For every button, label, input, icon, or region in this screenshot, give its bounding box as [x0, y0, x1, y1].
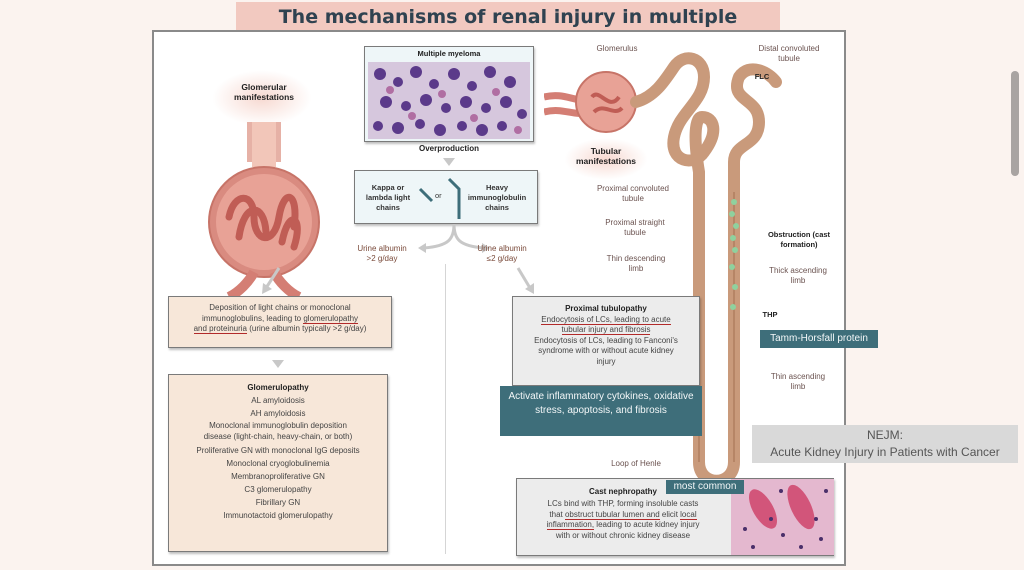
myeloma-cells-image [368, 62, 530, 139]
glomerulopathy-item: Monoclonal immunoglobulin deposition [209, 421, 347, 430]
heavy-label: Heavy immunoglobulin chains [467, 183, 527, 212]
figure-panel: Glomerular manifestations Multiple myelo… [152, 30, 878, 566]
citation-box: NEJM: Acute Kidney Injury in Patients wi… [752, 425, 1018, 463]
obstruction-label: Obstruction (cast formation) [767, 230, 831, 249]
nephron-illustration [544, 52, 782, 487]
inflammation-highlight: inflammation, [546, 520, 595, 530]
glomerulopathy-title: Glomerulopathy [247, 383, 309, 392]
proximal-line-3: Endocytosis of LCs, leading to Fanconi's [534, 335, 678, 345]
cast-line-2-pre: that [549, 509, 565, 519]
urine-albumin-left: Urine albumin >2 g/day [357, 244, 407, 263]
cast-line-1: LCs bind with THP, forming insoluble cas… [547, 499, 699, 508]
multiple-myeloma-box: Multiple myeloma [364, 46, 534, 142]
kappa-label: Kappa or lambda light chains [365, 183, 411, 212]
overproduction-label: Overproduction [418, 144, 479, 153]
citation-line-2: Acute Kidney Injury in Patients with Can… [770, 445, 1000, 459]
deposition-line-2: immunoglobulins, leading to glomerulopat… [169, 313, 391, 325]
thick-ascending-label: Thick ascending limb [769, 266, 827, 285]
pst-label: Proximal straight tubule [605, 218, 665, 237]
vertical-scrollbar[interactable] [1011, 71, 1019, 176]
glomerulus-label: Glomerulus [596, 44, 638, 53]
glomerulopathy-item: Fibrillary GN [255, 498, 301, 507]
cast-line-2: that obstruct tubular lumen and elicit l… [517, 509, 729, 521]
page-title: The mechanisms of renal injury in multip… [236, 2, 780, 58]
proximal-tubulopathy-box: Proximal tubulopathy Endocytosis of LCs,… [512, 296, 700, 386]
cast-nephropathy-title: Cast nephropathy [588, 487, 657, 496]
center-divider [445, 264, 446, 554]
proximal-line-5: injury [596, 356, 616, 366]
cast-line-4: with or without chronic kidney disease [555, 530, 691, 540]
proximal-line-1: Endocytosis of LCs, leading to acute [513, 314, 699, 326]
left-down-arrow [262, 267, 281, 294]
deposition-line-3: and proteinuria (urine albumin typically… [169, 324, 391, 335]
glomerulopathy-item: Membranoproliferative GN [231, 472, 325, 481]
cast-line-3: inflammation, leading to acute kidney in… [517, 520, 729, 531]
glomerulopathy-highlight: glomerulopathy [303, 313, 359, 324]
flc-label: FLC [754, 72, 770, 81]
deposition-box: Deposition of light chains or monoclonal… [168, 296, 392, 348]
loop-of-henle-label: Loop of Henle [611, 459, 661, 468]
deposition-arrow [272, 360, 284, 368]
glomerulopathy-item: disease (light-chain, heavy-chain, or bo… [203, 432, 353, 441]
glomerulopathy-item: Proliferative GN with monoclonal IgG dep… [196, 446, 360, 455]
tubular-label: Tubular manifestations [576, 146, 636, 166]
cast-line-3-post: leading to acute kidney injury [594, 520, 700, 529]
proteinuria-highlight: and proteinuria [193, 324, 247, 334]
inflammatory-note: Activate inflammatory cytokines, oxidati… [500, 386, 702, 436]
right-down-arrow [516, 267, 534, 294]
thin-descending-label: Thin descending limb [606, 254, 666, 273]
pct-label: Proximal convoluted tubule [596, 184, 670, 203]
deposition-line-3-text: (urine albumin typically >2 g/day) [246, 324, 367, 333]
cast-line-2-post: elicit [659, 509, 681, 519]
glomerular-halo [212, 70, 312, 126]
local-highlight: local [680, 509, 697, 520]
urine-albumin-right: Urine albumin ≤2 g/day [477, 244, 527, 263]
thp-full-note: Tamm-Horsfall protein [760, 330, 878, 348]
branch-arrows [418, 224, 490, 253]
glomerulopathy-item: C3 glomerulopathy [244, 485, 312, 494]
tubular-halo [564, 138, 648, 180]
heavy-chain-icon [447, 177, 461, 219]
multiple-myeloma-title: Multiple myeloma [417, 49, 481, 58]
citation-line-1: NEJM: [867, 428, 903, 442]
chains-box: Kappa or lambda light chains or Heavy im… [354, 170, 538, 224]
thp-label: THP [762, 310, 778, 319]
overproduction-arrow [443, 158, 455, 166]
or-label: or [435, 191, 442, 200]
histology-image [731, 479, 834, 555]
glomerulus-illustration [208, 122, 320, 297]
proximal-line-2: tubular injury and fibrosis [513, 325, 699, 336]
obstruct-lumen-highlight: obstruct tubular lumen and [564, 509, 660, 520]
light-chain-icon [418, 187, 434, 203]
deposition-line-1: Deposition of light chains or monoclonal [209, 303, 351, 312]
proximal-tubulopathy-title: Proximal tubulopathy [565, 304, 647, 313]
glomerulopathy-item: Immunotactoid glomerulopathy [223, 511, 333, 520]
glomerulopathy-item: Monoclonal cryoglobulinemia [226, 459, 330, 468]
fibrosis-highlight: tubular injury and fibrosis [561, 325, 651, 335]
cast-nephropathy-text: LCs bind with THP, forming insoluble cas… [517, 499, 729, 541]
most-common-badge: most common [666, 480, 744, 494]
distal-tubule-label: Distal convoluted tubule [758, 44, 820, 63]
glomerulopathy-item: AL amyloidosis [251, 396, 305, 405]
glomerulopathy-box: Glomerulopathy AL amyloidosis AH amyloid… [168, 374, 388, 552]
glomerulopathy-item: AH amyloidosis [250, 409, 306, 418]
proximal-line-4: syndrome with or without acute kidney [538, 346, 674, 355]
deposition-line-2-text: immunoglobulins, leading to [201, 313, 304, 323]
acute-tubular-injury-highlight: Endocytosis of LCs, leading to acute [541, 314, 671, 325]
glomerular-label: Glomerular manifestations [234, 82, 294, 102]
thin-ascending-label: Thin ascending limb [770, 372, 826, 391]
